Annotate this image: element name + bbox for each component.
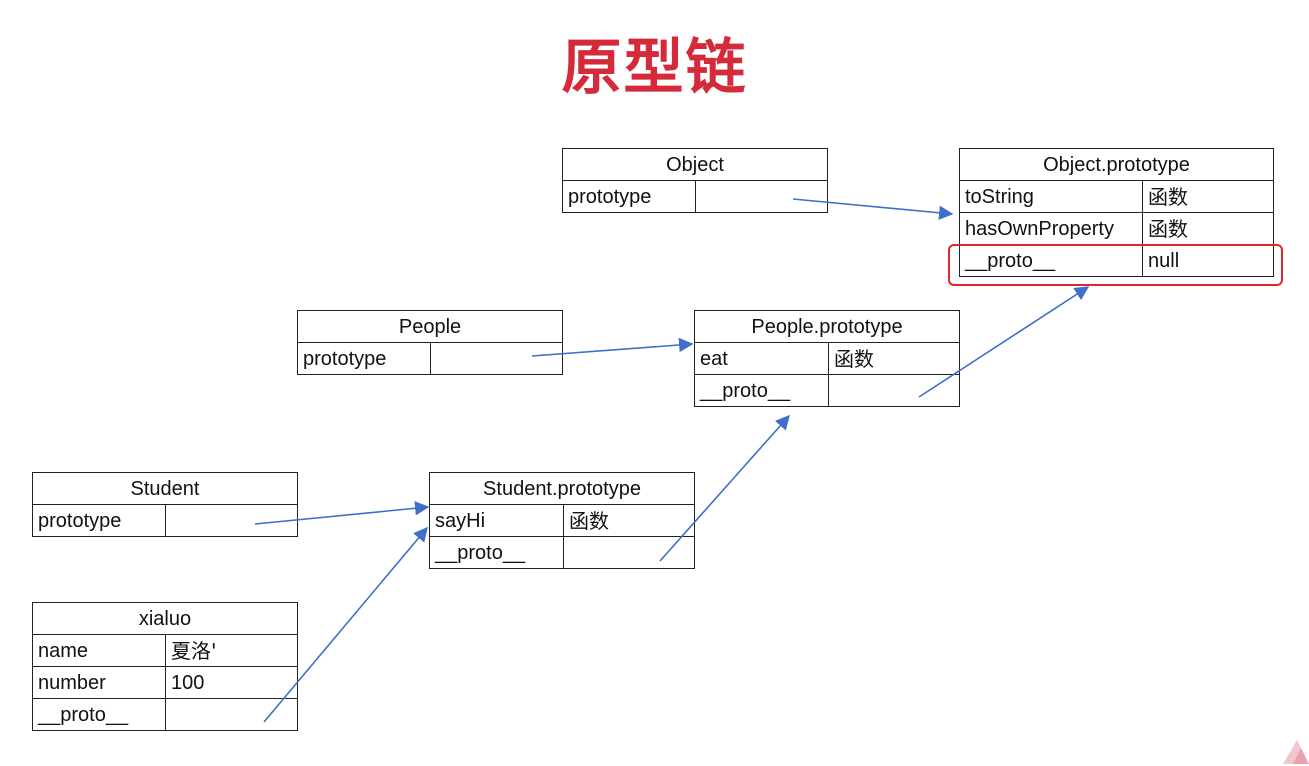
student-prototype-row-sayhi: sayHi 函数 (430, 505, 694, 537)
student-prototype-box-title: Student.prototype (430, 473, 694, 505)
arrow-xialuo-to-student-prototype (263, 526, 428, 723)
people-prototype-box-title: People.prototype (695, 311, 959, 343)
row-value: 夏洛' (171, 639, 217, 663)
object-prototype-box-title: Object.prototype (960, 149, 1273, 181)
people-box: People prototype (297, 310, 563, 375)
object-prototype-box: Object.prototype toString 函数 hasOwnPrope… (959, 148, 1274, 277)
xialuo-row-number: number 100 (33, 667, 297, 699)
page-title: 原型链 (561, 33, 748, 103)
object-box-title: Object (563, 149, 827, 181)
row-key: hasOwnProperty (960, 213, 1143, 244)
xialuo-row-name: name 夏洛' (33, 635, 297, 667)
null-proto-highlight (948, 244, 1283, 286)
student-box-title: Student (33, 473, 297, 505)
row-key: name (33, 635, 166, 666)
student-box: Student prototype (32, 472, 298, 537)
row-value: null (1148, 250, 1180, 272)
row-key: __proto__ (33, 699, 166, 730)
row-value: 函数 (1148, 185, 1188, 209)
student-prototype-row-proto: __proto__ (430, 537, 694, 568)
xialuo-box-title: xialuo (33, 603, 297, 635)
student-row-prototype: prototype (33, 505, 297, 536)
row-value: 函数 (569, 509, 609, 533)
xialuo-row-proto: __proto__ (33, 699, 297, 730)
arrow-student-to-student-prototype (254, 501, 430, 525)
row-key: __proto__ (695, 375, 829, 406)
row-key: prototype (298, 343, 431, 374)
object-prototype-row-proto: __proto__ null (960, 245, 1273, 276)
arrow-people-to-people-prototype (531, 337, 694, 357)
row-value: 函数 (834, 347, 874, 371)
arrow-people-prototype-to-object-prototype (918, 286, 1090, 398)
object-prototype-row-tostring: toString 函数 (960, 181, 1273, 213)
row-key: prototype (563, 181, 696, 212)
corner-logo-icon (1283, 740, 1309, 764)
object-box: Object prototype (562, 148, 828, 213)
row-value: 100 (171, 672, 205, 694)
row-value: 函数 (1148, 217, 1188, 241)
row-key: eat (695, 343, 829, 374)
row-key: sayHi (430, 505, 564, 536)
people-prototype-row-eat: eat 函数 (695, 343, 959, 375)
row-key: prototype (33, 505, 166, 536)
arrow-student-prototype-to-people-prototype (659, 414, 790, 562)
xialuo-box: xialuo name 夏洛' number 100 __proto__ (32, 602, 298, 731)
people-box-title: People (298, 311, 562, 343)
row-key: __proto__ (960, 245, 1143, 276)
student-prototype-box: Student.prototype sayHi 函数 __proto__ (429, 472, 695, 569)
row-key: number (33, 667, 166, 698)
row-key: toString (960, 181, 1143, 212)
people-prototype-box: People.prototype eat 函数 __proto__ (694, 310, 960, 407)
people-prototype-row-proto: __proto__ (695, 375, 959, 406)
arrow-object-to-object-prototype (792, 198, 954, 220)
people-row-prototype: prototype (298, 343, 562, 374)
object-row-prototype: prototype (563, 181, 827, 212)
row-key: __proto__ (430, 537, 564, 568)
